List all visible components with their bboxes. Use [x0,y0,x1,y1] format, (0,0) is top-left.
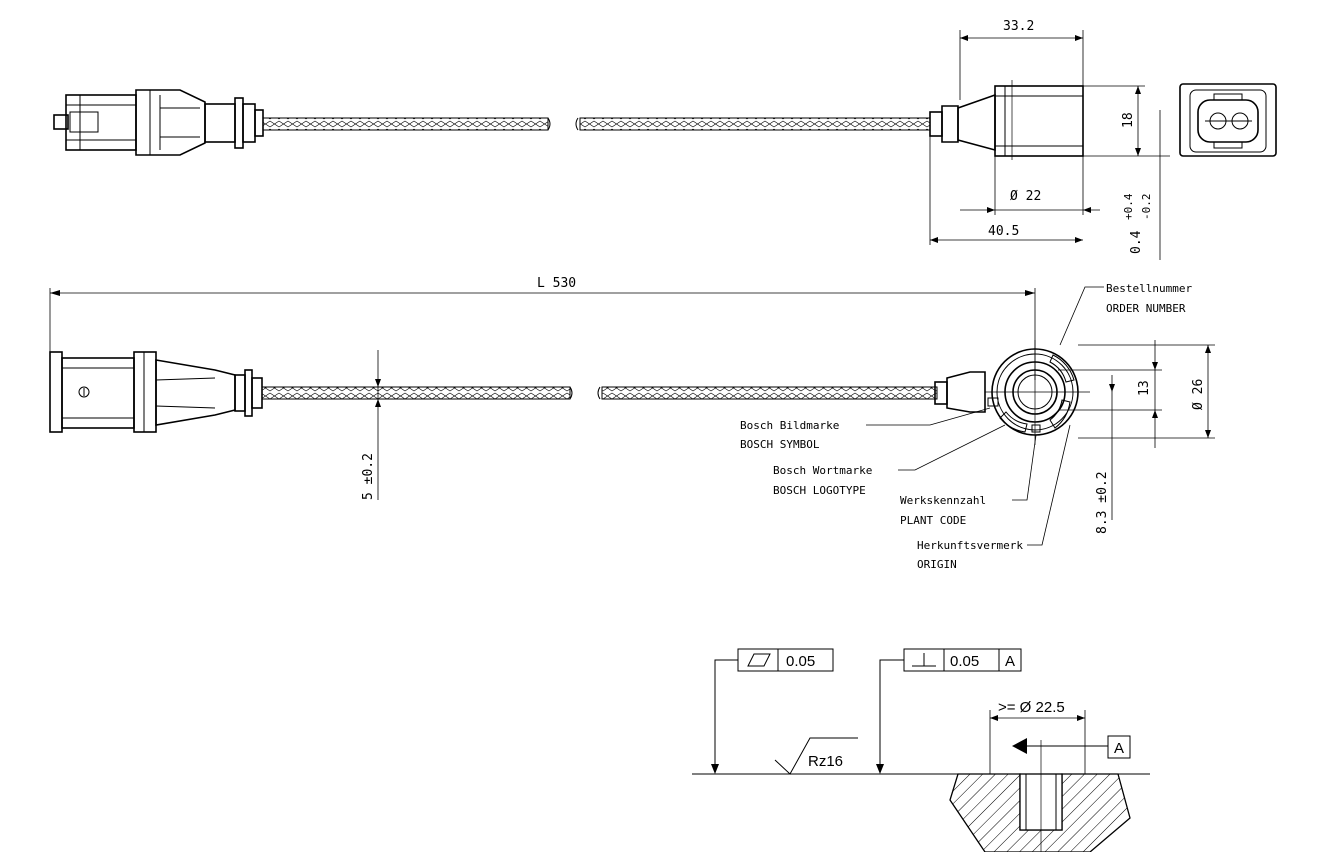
callout-origin-de: Herkunftsvermerk [917,539,1023,552]
dim-tol-value: 0.4 [1129,230,1144,254]
dim-height: 18 [1121,112,1136,128]
surface-finish: Rz16 [774,737,858,775]
callout-plant-de: Werkskennzahl [900,494,986,507]
top-view: 33.2 18 Ø 22 40.5 0.4 +0.4 -0.2 [53,19,1277,260]
dim-total-length: L 530 [537,276,576,291]
callout-symbol-de: Bosch Bildmarke [740,419,839,432]
surface-roughness: Rz16 [808,753,843,770]
dim-tol-lower: -0.2 [1140,194,1153,221]
mounting-detail: 0.05 0.05 A Rz16 >= Ø 22.5 [692,648,1150,852]
callout-order-en: ORDER NUMBER [1106,302,1186,315]
dim-cable-dia: 5 ±0.2 [361,453,376,500]
flatness-value: 0.05 [786,653,815,670]
dim-bore: 13 [1137,380,1152,396]
side-connector [49,351,263,433]
perp-value: 0.05 [950,653,979,670]
perp-datum: A [1005,653,1015,670]
dim-length: 40.5 [988,224,1019,239]
dim-width: 33.2 [1003,19,1034,34]
dim-offset: 8.3 ±0.2 [1095,471,1110,534]
connector-end-view [1179,83,1277,157]
dim-diameter: Ø 22 [1010,189,1041,204]
callout-logotype-en: BOSCH LOGOTYPE [773,484,866,497]
side-view: L 530 [49,276,1215,571]
dim-tol-upper: +0.4 [1122,193,1135,220]
top-sensor-body [929,80,1084,160]
top-dimensions: 33.2 18 Ø 22 40.5 0.4 +0.4 -0.2 [929,19,1170,260]
side-sensor-body [934,340,1090,445]
top-connector [53,89,264,156]
callout-origin-en: ORIGIN [917,558,957,571]
callout-order-de: Bestellnummer [1106,282,1192,295]
callouts: Bestellnummer ORDER NUMBER Bosch Bildmar… [740,282,1192,571]
callout-logotype-de: Bosch Wortmarke [773,464,872,477]
dim-body-dia: Ø 26 [1191,379,1206,410]
perpendicularity-frame: 0.05 A [876,648,1022,774]
flatness-frame: 0.05 [711,648,834,774]
side-dimensions: Ø 26 13 8.3 ±0.2 5 ±0.2 [361,340,1215,534]
datum-label: A [1114,740,1124,757]
min-diameter: >= Ø 22.5 [998,699,1065,716]
callout-symbol-en: BOSCH SYMBOL [740,438,820,451]
callout-plant-en: PLANT CODE [900,514,966,527]
